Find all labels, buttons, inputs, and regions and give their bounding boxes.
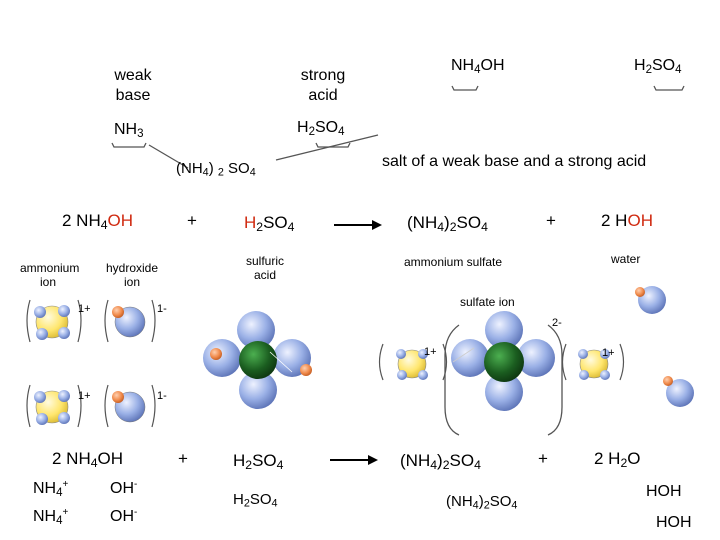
hydroxide-ion-model-2: [104, 384, 156, 428]
strong-acid-line-1: strong: [300, 67, 346, 84]
sulfuric-acid-model: [203, 311, 312, 409]
nh4-ion-2: NH4+: [33, 507, 69, 527]
hoh-1: HOH: [646, 483, 682, 500]
h2so4-formula-top-right: H2SO4: [634, 57, 682, 76]
charge-oh-top: 1-: [157, 303, 167, 315]
charge-oh-bottom: 1-: [157, 390, 167, 402]
hydroxide-ion-label-line-1: hydroxide: [105, 261, 159, 275]
sulfuric-acid-label-line-2: acid: [253, 268, 276, 282]
nh3-formula: NH3: [114, 121, 144, 140]
sulfate-ion-label: sulfate ion: [460, 295, 515, 309]
oh-ion-1: OH-: [110, 479, 138, 497]
charge-nh4-product-left: 1+: [424, 346, 437, 358]
h2so4-formula-bottom: H2SO4: [233, 491, 278, 510]
charge-nh4-bottom: 1+: [78, 390, 91, 402]
h2so4-formula-top: H2SO4: [297, 119, 345, 138]
sulfuric-acid-label: sulfuric acid: [240, 255, 290, 281]
ammonium-ion-label-line-1: ammonium: [20, 261, 80, 275]
eq2-reactant-h2so4: H2SO4: [233, 451, 284, 473]
eq2-product-water: 2 H2O: [594, 449, 641, 471]
hydroxide-ion-label-line-2: ion: [123, 275, 140, 289]
oh-ion-2: OH-: [110, 507, 138, 525]
eq1-product-water: 2 HOH: [601, 211, 653, 230]
eq2-plus-2: +: [538, 449, 548, 468]
hydroxide-ion-label: hydroxide ion: [104, 262, 160, 288]
eq1-reactant-h2so4: H2SO4: [244, 213, 295, 235]
strong-acid-label: strong acid: [297, 68, 349, 104]
ammonium-ion-label: ammonium ion: [20, 261, 80, 289]
ammonium-ion-model-1: [26, 299, 82, 343]
water-model-2: [663, 376, 694, 407]
eq2-plus-1: +: [178, 449, 188, 468]
charge-sulfate: 2-: [552, 317, 562, 329]
eq2-reactant-nh4oh: 2 NH4OH: [52, 449, 124, 471]
nh4-ion-1: NH4+: [33, 479, 69, 499]
water-label: water: [611, 252, 641, 266]
eq1-plus-2: +: [546, 211, 556, 230]
weak-base-line-2: base: [115, 87, 151, 104]
water-model-1: [635, 286, 666, 314]
eq1-plus-1: +: [187, 211, 197, 230]
sulfuric-acid-label-line-1: sulfuric: [245, 254, 284, 268]
ammonium-sulfate-model: [378, 311, 625, 436]
hoh-2: HOH: [656, 514, 692, 531]
eq1-reactant-nh4oh: 2 NH4OH: [62, 211, 134, 233]
salt-description: salt of a weak base and a strong acid: [382, 153, 647, 170]
ammonium-ion-model-2: [26, 384, 82, 428]
weak-base-label: weak base: [110, 68, 156, 104]
salt-formula-bottom: (NH4)2SO4: [446, 493, 518, 512]
nh4oh-formula-top: NH4OH: [451, 57, 505, 76]
charge-nh4-product-right: 1+: [602, 347, 615, 359]
ammonium-sulfate-label: ammonium sulfate: [404, 255, 503, 269]
label-brackets: [111, 85, 685, 169]
reaction-arrow-2: [330, 455, 378, 465]
salt-formula-top: (NH4) 2 SO4: [176, 160, 256, 179]
ammonium-ion-label-line-2: ion: [39, 275, 56, 289]
weak-base-line-1: weak: [114, 67, 152, 84]
eq1-product-salt: (NH4)2SO4: [407, 213, 488, 235]
charge-nh4-top: 1+: [78, 303, 91, 315]
eq2-product-salt: (NH4)2SO4: [400, 451, 481, 473]
strong-acid-line-2: acid: [308, 87, 338, 104]
hydroxide-ion-model-1: [104, 299, 156, 343]
reaction-arrow-1: [334, 220, 382, 230]
